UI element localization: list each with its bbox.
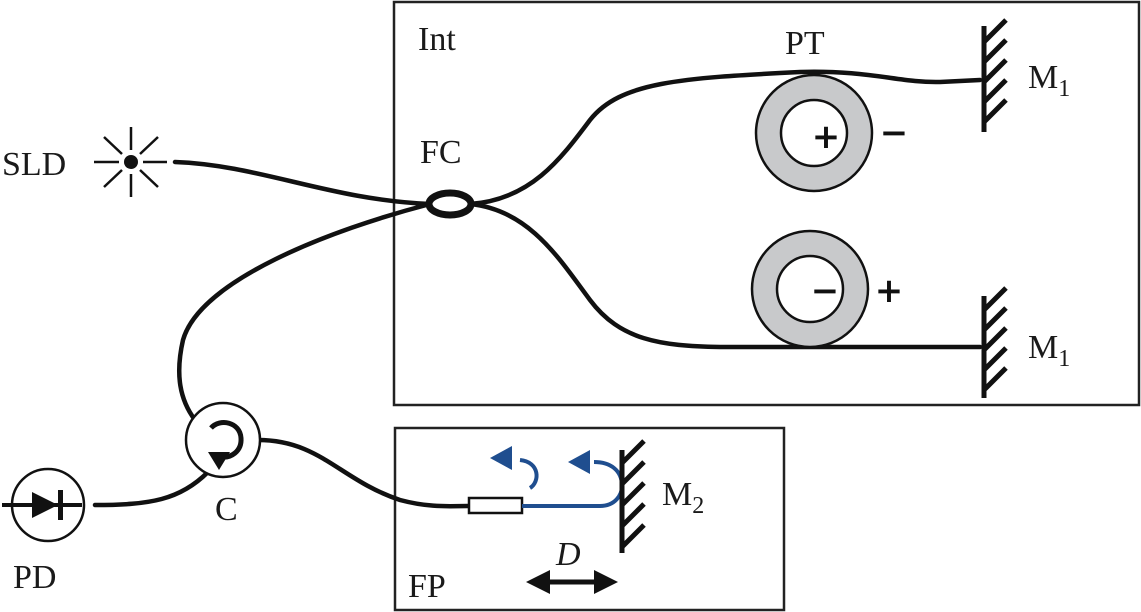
piezo-tube-lower bbox=[750, 229, 870, 349]
piezo-upper-outer-sign: − bbox=[880, 113, 909, 153]
mirror-fp-label: M2 bbox=[662, 476, 704, 519]
mirror-upper-icon bbox=[981, 18, 1008, 132]
mirror-fp-icon bbox=[619, 439, 646, 553]
fiber-circulator-to-fp bbox=[255, 437, 471, 509]
circulator-icon bbox=[184, 401, 262, 479]
fiber-circulator-to-pd bbox=[92, 469, 211, 508]
photodiode-label: PD bbox=[13, 559, 56, 596]
fc-label: FC bbox=[420, 134, 462, 171]
int-label: Int bbox=[418, 21, 456, 58]
fiber-ferrule bbox=[467, 496, 524, 515]
mirror-lower-label: M1 bbox=[1028, 329, 1070, 372]
fp-box bbox=[393, 426, 786, 612]
fiber-coupler-to-circulator bbox=[176, 201, 433, 423]
distance-label: D bbox=[555, 536, 581, 573]
sld-icon bbox=[94, 127, 167, 197]
sld-label: SLD bbox=[2, 146, 66, 183]
fiber-upper-arm bbox=[467, 69, 983, 207]
circulator-label: C bbox=[215, 491, 238, 528]
mirror-lower-icon bbox=[981, 286, 1008, 398]
piezo-lower-inner-sign: − bbox=[811, 271, 840, 311]
mirror-upper-label: M1 bbox=[1028, 59, 1070, 102]
pt-label: PT bbox=[785, 25, 825, 62]
piezo-lower-outer-sign: + bbox=[875, 271, 904, 311]
fp-label: FP bbox=[408, 568, 446, 605]
interferometer-box bbox=[392, 0, 1141, 407]
piezo-upper-inner-sign: + bbox=[812, 117, 841, 157]
photodiode-icon bbox=[2, 467, 86, 543]
fiber-coupler-icon bbox=[425, 189, 475, 219]
distance-arrow-icon bbox=[526, 570, 618, 594]
fiber-lower-arm bbox=[467, 201, 983, 350]
fiber-sld-to-coupler bbox=[172, 159, 433, 207]
piezo-tube-upper bbox=[754, 73, 874, 193]
